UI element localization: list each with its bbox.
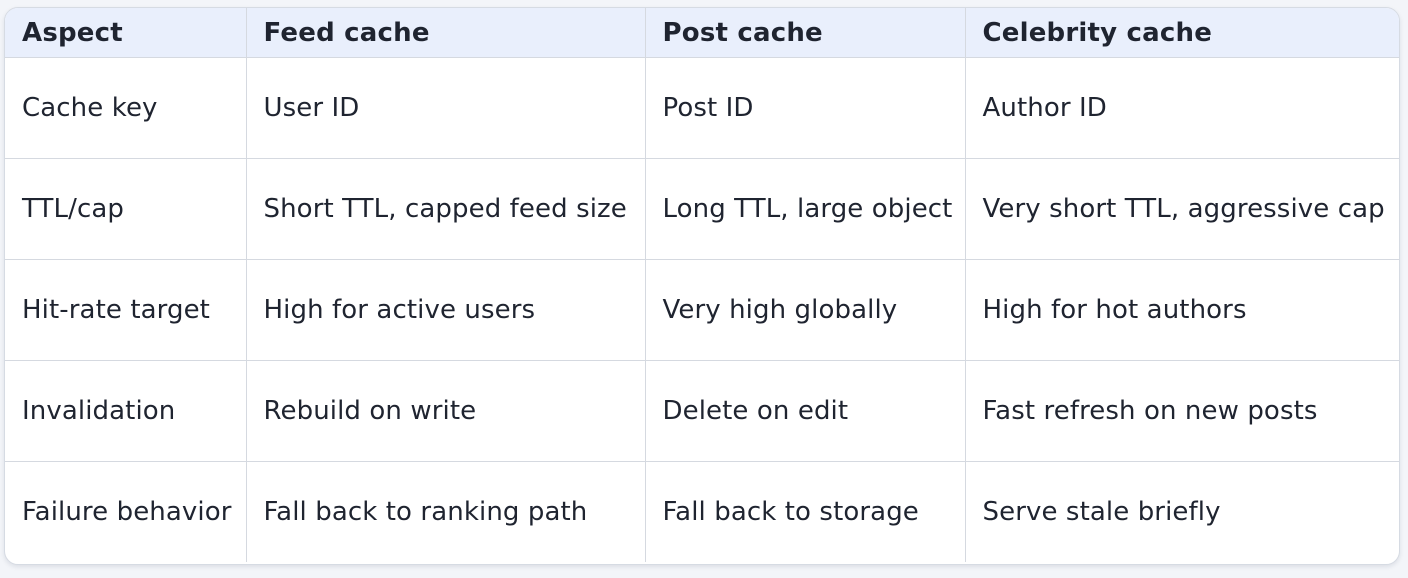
table-cell: Rebuild on write (246, 360, 646, 462)
table-header-row: Aspect Feed cache Post cache Celebrity c… (5, 8, 1399, 58)
cache-comparison-table: Aspect Feed cache Post cache Celebrity c… (5, 8, 1399, 562)
table-cell: Long TTL, large object (645, 158, 966, 260)
table-cell: Cache key (5, 57, 247, 159)
table-cell: User ID (246, 57, 646, 159)
table-cell: Hit-rate target (5, 259, 247, 361)
table-row: Hit-rate target High for active users Ve… (5, 259, 1399, 361)
table-cell: Invalidation (5, 360, 247, 462)
table-row: Cache key User ID Post ID Author ID (5, 57, 1399, 159)
comparison-table-card: Aspect Feed cache Post cache Celebrity c… (4, 7, 1400, 565)
table-cell: High for hot authors (965, 259, 1399, 361)
table-cell: Fall back to ranking path (246, 461, 646, 562)
header-celebrity-cache: Celebrity cache (965, 8, 1399, 58)
table-cell: Very high globally (645, 259, 966, 361)
header-feed-cache: Feed cache (246, 8, 646, 58)
table-cell: Serve stale briefly (982, 497, 1221, 527)
table-cell: Fast refresh on new posts (965, 360, 1399, 462)
table-row: Invalidation Rebuild on write Delete on … (5, 360, 1399, 462)
table-cell: Short TTL, capped feed size (246, 158, 646, 260)
table-cell: Post ID (645, 57, 966, 159)
table-cell: High for active users (246, 259, 646, 361)
header-aspect: Aspect (5, 8, 247, 58)
table-cell: Failure behavior (5, 461, 247, 562)
table-row: Failure behavior Fall back to ranking pa… (5, 461, 1399, 562)
table-cell: Fall back to storage (645, 461, 966, 562)
table-cell: Very short TTL, aggressive cap (965, 158, 1399, 260)
table-row: TTL/cap Short TTL, capped feed size Long… (5, 158, 1399, 260)
table-cell: TTL/cap (5, 158, 247, 260)
header-post-cache: Post cache (645, 8, 966, 58)
table-cell: Author ID (965, 57, 1399, 159)
table-cell: Delete on edit (645, 360, 966, 462)
